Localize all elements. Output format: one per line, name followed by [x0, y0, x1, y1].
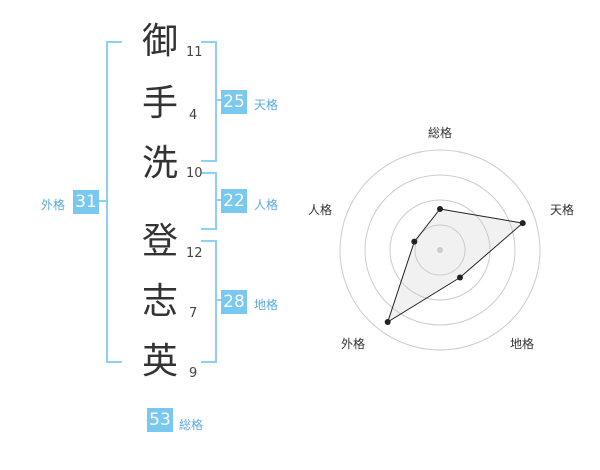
gaikaku-label: 外格: [41, 198, 66, 212]
name-char-5: 志: [141, 281, 178, 322]
jinkaku-badge: 22: [221, 189, 247, 213]
jinkaku-label: 人格: [254, 198, 279, 212]
gaikaku-bracket-tick: [96, 200, 106, 202]
name-char-4: 登: [141, 221, 178, 262]
chikaku-bracket: [201, 240, 217, 363]
jinkaku-bracket-tick: [215, 199, 223, 201]
name-char-2: 手: [141, 83, 178, 124]
stroke-count-2: 4: [189, 108, 198, 123]
soukaku-badge: 53: [147, 408, 173, 432]
radar-point-3: [384, 319, 391, 326]
radar-point-2: [456, 274, 463, 281]
stroke-count-6: 9: [189, 366, 198, 381]
tenkaku-label: 天格: [254, 98, 279, 112]
radar-ring: [414, 224, 466, 276]
radar-ring: [339, 149, 541, 351]
stroke-count-3: 10: [186, 166, 203, 181]
gaikaku-bracket: [106, 41, 122, 363]
radar-label-tenkaku: 天格: [550, 203, 575, 217]
name-char-3: 洗: [141, 143, 178, 184]
radar-shape: [386, 208, 524, 324]
radar-points: [384, 206, 526, 326]
stroke-count-1: 11: [186, 45, 203, 60]
name-char-1: 御: [141, 21, 178, 62]
radar-rings: [339, 149, 541, 351]
chikaku-label: 地格: [254, 298, 279, 312]
gaikaku-badge: 31: [73, 190, 99, 214]
soukaku-label: 総格: [179, 418, 204, 432]
tenkaku-bracket: [201, 41, 217, 162]
radar-point-1: [519, 220, 526, 227]
radar-label-gaikaku: 外格: [341, 337, 366, 351]
radar-point-4: [411, 238, 418, 245]
chikaku-badge: 28: [221, 290, 247, 314]
radar-ring: [389, 199, 491, 301]
radar-label-jinkaku: 人格: [308, 203, 333, 217]
tenkaku-bracket-tick: [215, 99, 223, 101]
radar-ring: [364, 174, 516, 326]
stroke-count-4: 12: [186, 246, 203, 261]
tenkaku-badge: 25: [221, 90, 247, 114]
radar-label-soukaku: 総格: [428, 126, 453, 140]
radar-center: [437, 247, 443, 253]
name-char-6: 英: [141, 341, 178, 382]
radar-point-0: [437, 206, 443, 212]
radar-label-chikaku: 地格: [510, 337, 535, 351]
jinkaku-bracket: [201, 172, 217, 230]
stroke-count-5: 7: [189, 306, 198, 321]
chikaku-bracket-tick: [215, 299, 223, 301]
